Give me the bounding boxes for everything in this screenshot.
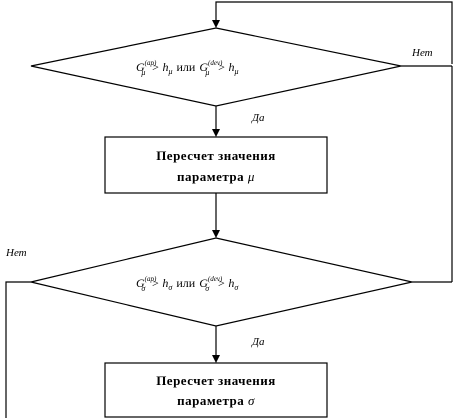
decision-2 [30,237,413,327]
label-no-2: Нет [5,247,27,259]
process-box-2 [104,362,328,418]
decision-1 [30,27,402,107]
label-yes-2: Да [251,336,265,348]
process-box-2-line2: параметра σ [177,393,255,408]
label-no-1: Нет [411,47,433,59]
process-box-1-line2: параметра μ [177,169,255,184]
edge-loop-top [215,1,453,64]
arrowhead-box1 [212,129,220,137]
edge-cond2-no [5,281,31,418]
arrowhead-box2 [212,355,220,363]
process-box-1-line1: Пересчет значения [156,148,276,163]
process-box-1 [104,136,328,194]
process-box-2-line1: Пересчет значения [156,373,276,388]
arrowhead-cond2 [212,230,220,238]
label-yes-1: Да [251,112,265,124]
arrowhead-entry [212,20,220,28]
